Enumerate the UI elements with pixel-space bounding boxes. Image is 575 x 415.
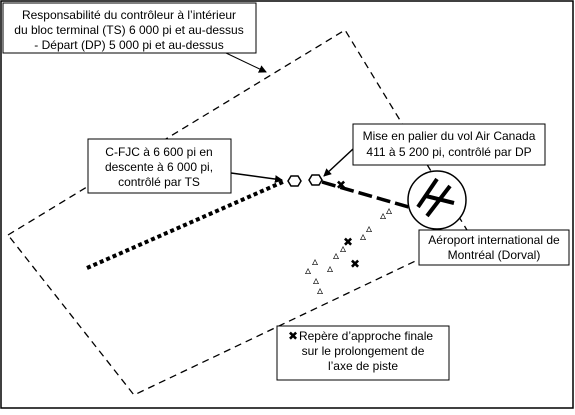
hexagon-aircraft-icon: [308, 174, 323, 186]
approach-light-marker: ▵: [313, 273, 319, 287]
legend-line-2: sur le prolongement de: [302, 344, 425, 358]
approach-light-marker: ▵: [312, 254, 318, 268]
aircanada-label-box: [352, 123, 546, 166]
approach-light-marker: ▵: [333, 248, 339, 262]
approach-light-marker: ▵: [366, 221, 372, 235]
tsdp-line-2: du bloc terminal (TS) 6 000 pi et au-des…: [14, 23, 243, 37]
approach-light-marker: ▵: [340, 241, 346, 255]
cfjc-line-1: C-FJC à 6 600 pi en: [105, 145, 212, 159]
cfjc-label-box: [87, 138, 232, 194]
airport-label-box: [418, 229, 570, 266]
cross-marker-icon: ✖: [343, 235, 353, 249]
cfjc-pointer-arrow: [230, 172, 283, 184]
legend-box: [276, 325, 450, 381]
terminal-control-block-boundary: [7, 29, 471, 396]
cross-marker-icon: ✖: [336, 178, 346, 192]
tsdp-line-3: - Départ (DP) 5 000 pi et au-dessus: [34, 38, 223, 52]
aircanada-line-1: Mise en palier du vol Air Canada: [363, 129, 536, 143]
legend-line-1: Repère d’approche finale: [299, 329, 433, 343]
approach-light-marker: ▵: [317, 283, 323, 297]
cross-marker-icon: ✖: [350, 257, 360, 271]
legend-line-3: l’axe de piste: [328, 359, 398, 373]
cfjc-track-line: [86, 179, 286, 270]
approach-light-marker: ▵: [305, 263, 311, 277]
hexagon-aircraft-icon: [287, 175, 302, 187]
legend-cross-icon: ✖: [288, 329, 298, 343]
tsdp-responsibility-box: [2, 2, 257, 54]
cfjc-line-2: descente à 6 000 pi,: [105, 160, 213, 174]
runway-circle-icon: [407, 170, 467, 230]
approach-light-marker: ▵: [360, 229, 366, 243]
tsdp-line-1: Responsabilité du contrôleur à l’intérie…: [22, 8, 236, 22]
approach-light-marker: ▵: [327, 261, 333, 275]
tsdp-pointer-arrow: [225, 52, 267, 73]
aircanada-pointer-arrow: [323, 148, 354, 177]
approach-light-marker: ▵: [386, 203, 392, 217]
cfjc-line-3: contrôlé par TS: [118, 175, 200, 189]
aircanada-track-line: [321, 180, 413, 210]
approach-marks: ✖ ✖ ✖ ▵ ▵ ▵ ▵ ▵ ▵ ▵ ▵ ▵ ▵ ▵: [305, 178, 392, 297]
airport-line-2: Montréal (Dorval): [448, 248, 541, 262]
aircanada-line-2: 411 à 5 200 pi, contrôlé par DP: [366, 145, 531, 159]
approach-light-marker: ▵: [380, 208, 386, 222]
airport-line-1: Aéroport international de: [428, 233, 560, 247]
